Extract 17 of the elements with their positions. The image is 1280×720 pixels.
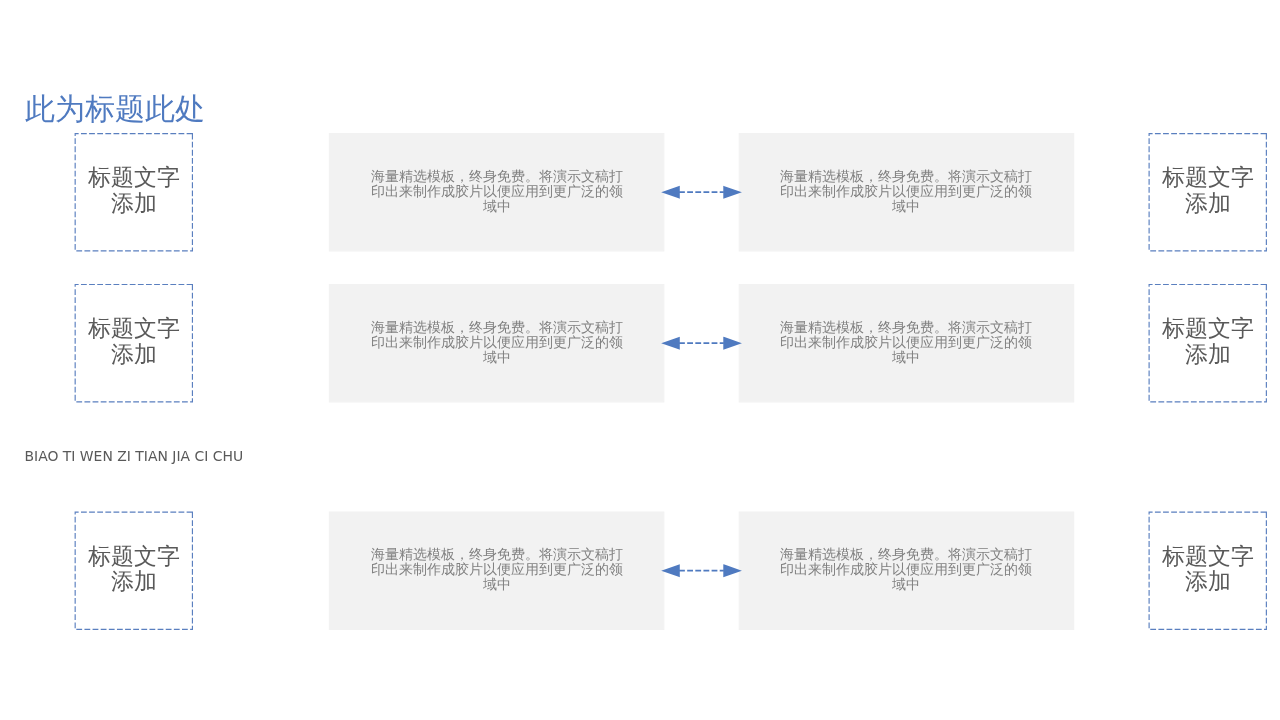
node-box: 标题文字添加 (74, 133, 193, 252)
node-box: 海量精选模板，终身免费。将演示文稿打印出来制作成胶片以便应用到更广泛的领域中 (738, 511, 1075, 630)
node-box: 标题文字添加 (74, 283, 193, 403)
node-box: 海量精选模板，终身免费。将演示文稿打印出来制作成胶片以便应用到更广泛的领域中 (738, 283, 1075, 403)
arrow (661, 564, 742, 578)
diagram-title: 此为标题此处 (24, 91, 205, 127)
arrow (661, 336, 742, 350)
node-box: 标题文字添加 (74, 511, 193, 630)
node-box: 标题文字添加 (1148, 133, 1267, 252)
node-box: 标题文字添加 (1148, 511, 1267, 630)
node-box: 海量精选模板，终身免费。将演示文稿打印出来制作成胶片以便应用到更广泛的领域中 (328, 283, 665, 403)
node-box: 标题文字添加 (1148, 283, 1267, 403)
node-box: 海量精选模板，终身免费。将演示文稿打印出来制作成胶片以便应用到更广泛的领域中 (328, 511, 665, 630)
node-box: 海量精选模板，终身免费。将演示文稿打印出来制作成胶片以便应用到更广泛的领域中 (328, 133, 665, 252)
node-box: 海量精选模板，终身免费。将演示文稿打印出来制作成胶片以便应用到更广泛的领域中 (738, 133, 1075, 252)
label: BIAO TI WEN ZI TIAN JIA CI CHU (24, 447, 244, 464)
arrow (661, 185, 742, 199)
